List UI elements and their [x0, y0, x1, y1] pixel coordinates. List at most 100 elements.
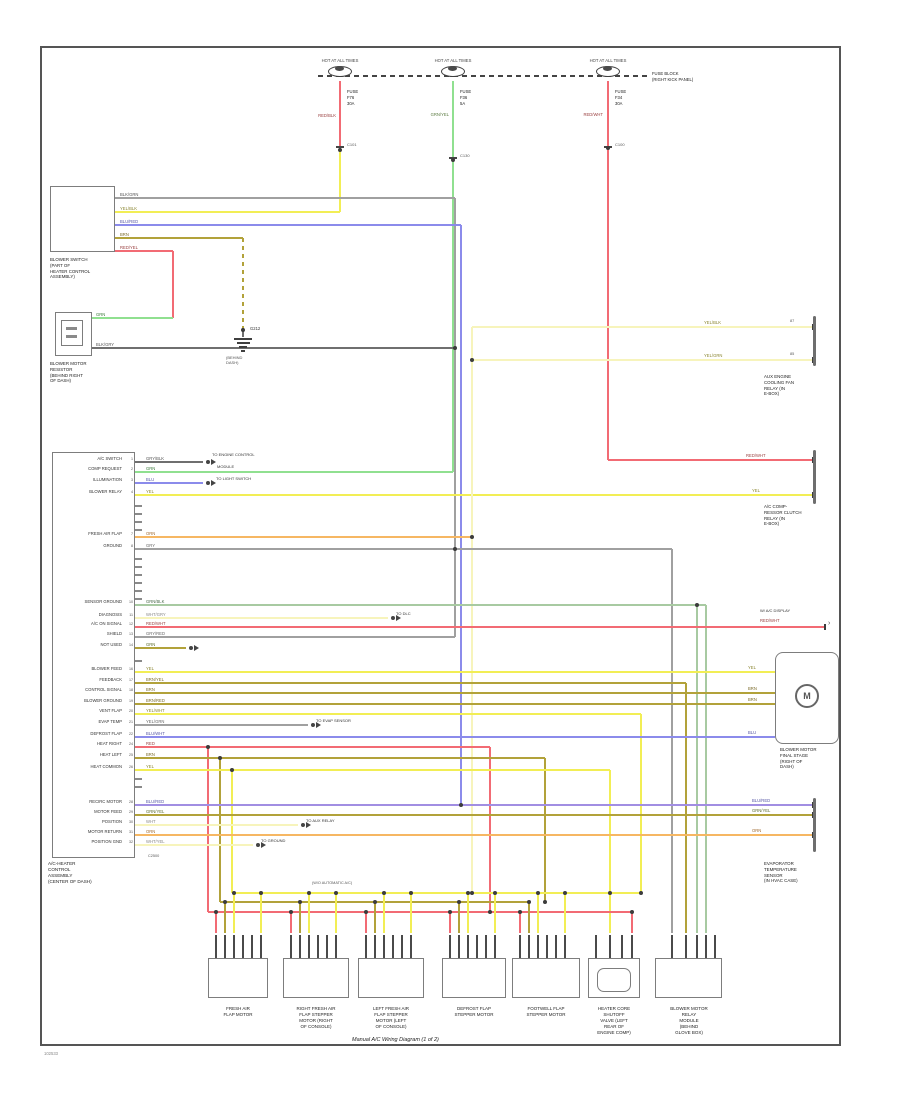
b-row-704: [135, 703, 775, 705]
c7-pins: [696, 935, 698, 958]
c1-pins: [251, 935, 253, 958]
compressor-relay-name-line: A/C COMP-: [764, 504, 788, 509]
arrow-aux: [301, 823, 305, 827]
arrow-illum: [206, 481, 210, 485]
relay1-wire-a: [472, 326, 814, 328]
comp-c6-relay-glyph: [597, 968, 631, 992]
junction-dot: [453, 346, 457, 350]
blower-switch-name-line: (PART OF: [50, 262, 71, 268]
caption: Manual A/C Wiring Diagram (1 of 2): [352, 1037, 439, 1043]
c6-pins: [631, 935, 633, 958]
b-pin-number: 8: [131, 544, 133, 548]
c3-pins: [401, 935, 403, 958]
fuse1-to-switch: [339, 150, 341, 212]
yellow-feeds: [564, 893, 566, 933]
c2-pins: [335, 935, 337, 958]
red-feeds: [365, 912, 367, 933]
aux-fan-relay-name-line: AUX ENGINE: [764, 374, 792, 379]
b-row-637: [135, 636, 455, 638]
b-pin-label: DIAGNOSIS: [98, 612, 122, 617]
b-wire-color: WHT: [146, 819, 156, 824]
note-ecm-2: MODULE: [217, 464, 235, 469]
c1-pins: [242, 935, 244, 958]
fuse1-wire-color: RED/BLK: [318, 113, 336, 118]
junction-dot: [453, 547, 457, 551]
relay1-pin-a: 87: [790, 319, 795, 323]
b-pin-label: A/C ON SIGNAL: [91, 621, 122, 626]
module-pin-stub: [135, 529, 142, 531]
b-pin-label: A/C SWITCH: [97, 456, 122, 461]
b-pin-number: 14: [129, 643, 133, 647]
b-pin-number: 21: [129, 720, 133, 724]
arrow-evap: [316, 722, 321, 728]
junction-dot: [608, 891, 612, 895]
b-pin-number: 17: [129, 678, 133, 682]
resistor-row1: [92, 317, 173, 319]
c7-pins: [714, 935, 716, 958]
c4-pins: [476, 935, 478, 958]
fuse1-to-switch: [115, 211, 340, 213]
junction-dot: [606, 146, 610, 150]
comp-c6-box: [588, 958, 640, 998]
b-pin-number: 16: [129, 667, 133, 671]
module-note: (W/O AUTOMATIC A/C): [312, 881, 353, 885]
c3-pins: [374, 935, 376, 958]
comp-c4-name-line: STEPPER MOTOR: [454, 1012, 494, 1017]
b-row-725: [135, 724, 308, 726]
junction-dot: [230, 768, 234, 772]
fuse2-conn: C130: [460, 153, 470, 158]
blower-resistor-name-line: BLOWER MOTOR: [50, 361, 87, 366]
terminal-pin: [824, 624, 826, 630]
b-pin-number: 20: [129, 709, 133, 713]
fuse2-name-line: F36: [460, 95, 468, 100]
fuse3-to-relay: [607, 81, 609, 460]
aux-fan-relay-name-line: RELAY (IN: [764, 385, 786, 391]
note-aux: TO AUX RELAY: [306, 818, 335, 823]
comp-c3-name-line: OF CONSOLE): [375, 1024, 407, 1029]
ground-drop: [242, 238, 244, 328]
comp-c3-box: [358, 958, 424, 998]
fuse3-name-line: FUSE: [615, 89, 627, 94]
note-evap: TO EVAP SENSOR: [316, 718, 351, 723]
b-row-805: [135, 804, 814, 806]
comp-c7-name-line: MODULE: [679, 1018, 699, 1023]
b-wire-color: GRY/BLK: [146, 456, 165, 461]
b835-right: ORN: [752, 828, 762, 833]
switch-row5-red: [172, 251, 174, 318]
blower-final-stage-name-line: (RIGHT OF: [780, 758, 803, 764]
blower-final-stage-name-line: FINAL STAGE: [780, 752, 809, 758]
arrow-dlc: [391, 616, 395, 620]
b-row-537: [135, 536, 472, 538]
junction-dot: [488, 910, 492, 914]
module-pin-stub: [135, 598, 142, 600]
c3-pins: [392, 935, 394, 958]
b-row-683: [135, 682, 686, 684]
b-pin-label: MOTOR RETURN: [87, 829, 122, 834]
b815-right: GRN/YEL: [752, 808, 771, 813]
b-wire-color: YEL/WHT: [146, 708, 165, 713]
acon-chevron: ›: [828, 620, 831, 627]
comp-c2-name-line: MOTOR (RIGHT: [299, 1018, 333, 1023]
b-row-683: [685, 683, 687, 933]
b-wire-color: GRN: [146, 466, 156, 471]
comp-c5-name-line: STEPPER MOTOR: [526, 1012, 566, 1017]
fuse2-to-module: [452, 81, 454, 472]
blower-resistor-name-line: OF DASH): [50, 378, 71, 384]
comp-c7-name-line: BLOWER MOTOR: [670, 1006, 708, 1011]
comp-c1-name-line: FRESH AIR: [226, 1006, 250, 1011]
shield-vertical: [454, 198, 456, 637]
b-row-549: [671, 549, 673, 933]
b-wire-color: GRY: [146, 543, 155, 548]
connector-tick: [336, 146, 344, 148]
ac-heater-module-name-line: (CENTER OF DASH): [48, 879, 92, 884]
ground-junction: [241, 328, 245, 332]
